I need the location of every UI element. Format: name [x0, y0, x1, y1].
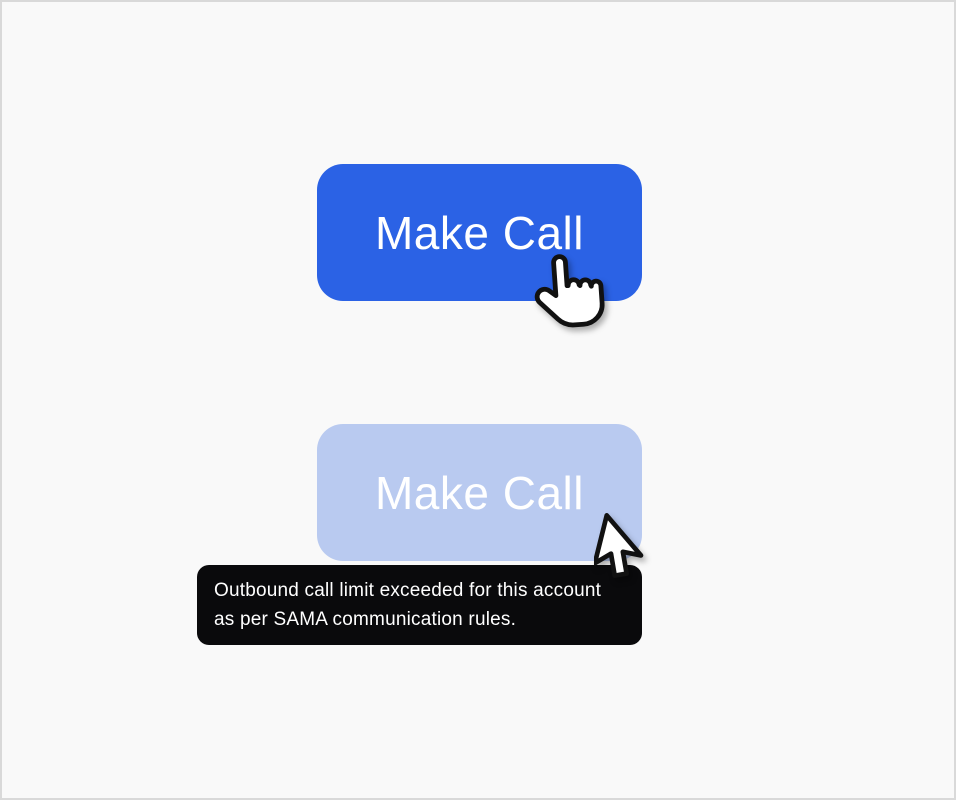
make-call-button-label: Make Call	[374, 206, 584, 259]
tooltip-text-line-2: as per SAMA communication rules.	[214, 609, 517, 630]
make-call-button[interactable]: Make Call	[317, 164, 642, 301]
make-call-button-disabled-label: Make Call	[374, 466, 584, 519]
make-call-button-disabled[interactable]: Make Call	[317, 424, 642, 561]
tooltip: Outbound call limit exceeded for this ac…	[197, 565, 642, 645]
tooltip-text-line-1: Outbound call limit exceeded for this ac…	[214, 580, 602, 601]
